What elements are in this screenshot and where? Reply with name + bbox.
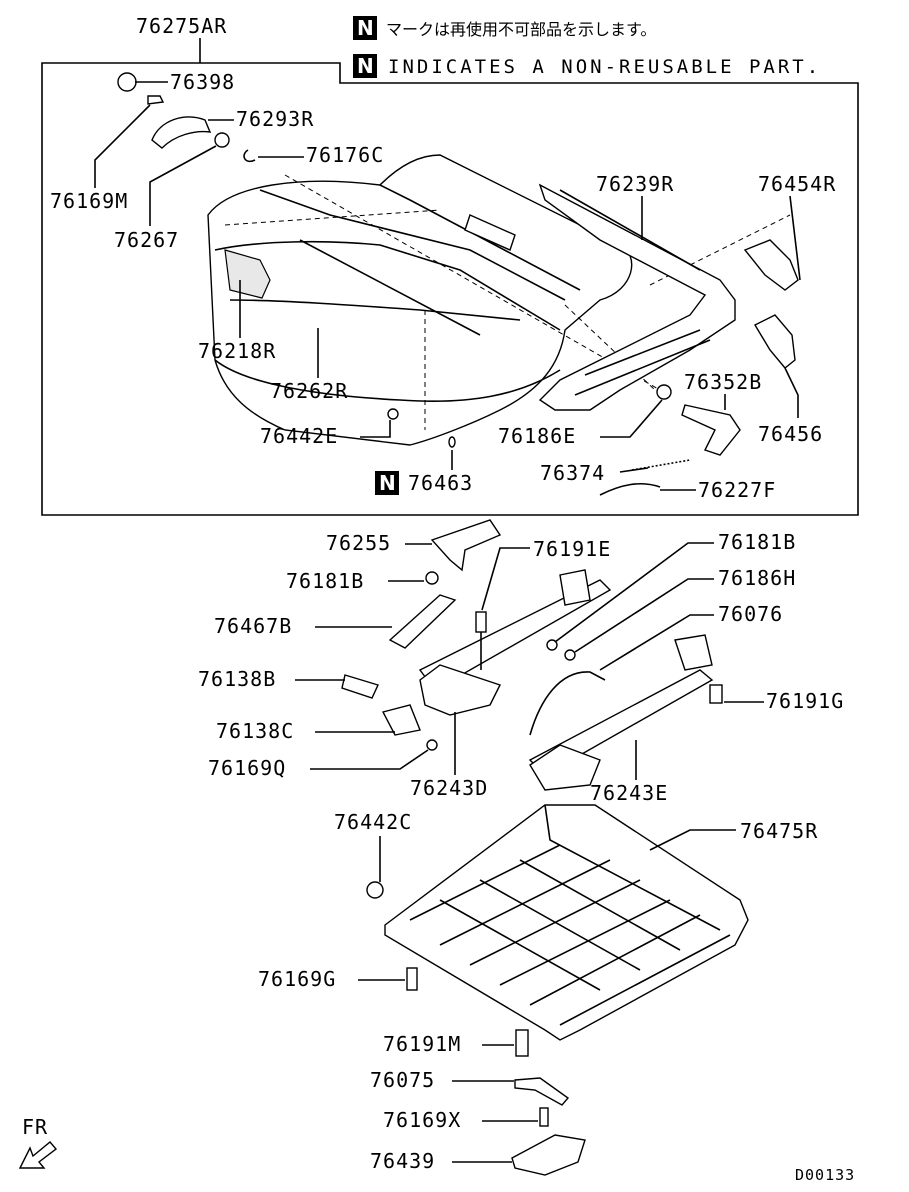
legend-english: INDICATES A NON-REUSABLE PART. [388,56,821,78]
non-reusable-badge-icon [353,16,377,40]
label-76227F: 76227F [698,478,776,502]
legend-japanese: マークは再使用不可部品を示します。 [386,20,656,39]
lifter-76467B-icon [388,594,457,649]
label-76293R: 76293R [236,107,314,131]
recliner-76243E-icon [529,744,601,791]
label-76191E: 76191E [533,537,611,561]
label-76267: 76267 [114,228,179,252]
label-76138B: 76138B [198,667,276,691]
label-76255: 76255 [326,531,391,555]
cable-76076-icon [529,671,606,736]
label-76374: 76374 [540,461,605,485]
label-76439: 76439 [370,1149,435,1173]
nut-76186H-icon [564,649,576,661]
clip-76176C-icon [243,149,256,163]
label-76181B-b: 76181B [718,530,796,554]
cap-76398-icon [117,72,137,92]
heater-pad-icon [224,249,271,299]
nut-76181B-icon [425,571,439,585]
label-76398: 76398 [170,70,235,94]
non-reusable-badge-icon [375,471,399,495]
label-76169X: 76169X [383,1108,461,1132]
badge-letter: N [357,16,374,40]
label-76138C: 76138C [216,719,294,743]
pan-76475R-icon [384,804,749,1041]
label-76243E: 76243E [590,781,668,805]
label-76176C: 76176C [306,143,384,167]
label-76186H: 76186H [718,566,796,590]
label-76191G: 76191G [766,689,844,713]
cover-76456-icon [754,314,796,369]
label-76352B: 76352B [684,370,762,394]
label-76442E: 76442E [260,424,338,448]
recliner-76243D-icon [419,664,501,716]
label-76169G: 76169G [258,967,336,991]
handle-76293R-icon [151,116,212,149]
group-label: 76275AR [136,14,227,38]
cap-76138B-icon [341,674,379,699]
screw-76169M-icon [147,95,165,105]
nut-76181B-icon-b [546,639,558,651]
label-76456: 76456 [758,422,823,446]
badge-letter: N [379,471,396,495]
bolt-76191E-icon [475,611,487,633]
clip-76267-icon [214,132,230,148]
screw-76169X-icon [539,1107,549,1127]
label-76239R: 76239R [596,172,674,196]
label-76475R: 76475R [740,819,818,843]
label-76243D: 76243D [410,776,488,800]
bolt-76191M-icon [515,1029,529,1057]
label-76169M: 76169M [50,189,128,213]
nut-76186E-icon [656,384,672,400]
label-76218R: 76218R [198,339,276,363]
seat-rail-drawing [341,519,723,791]
label-76075: 76075 [370,1068,435,1092]
cover-76454R-icon [743,239,799,291]
badge-letter: N [357,54,374,78]
label-76181B-a: 76181B [286,569,364,593]
front-label: FR [22,1115,48,1139]
clip-76442C-icon [366,881,384,899]
bolt-76191G-icon [709,684,723,704]
drawing-id: D00133 [795,1166,855,1184]
screw-76169G-icon [406,967,418,991]
screw-76169Q-icon [426,739,438,751]
non-reusable-badge-icon [353,54,377,78]
label-76262R: 76262R [270,379,348,403]
cover-76439-icon [511,1134,586,1176]
lever-76352B-icon [681,404,741,456]
label-76463: 76463 [408,471,473,495]
label-76467B: 76467B [214,614,292,638]
label-76169Q: 76169Q [208,756,286,780]
clip-76442E-icon [387,408,399,420]
legend: N マークは再使用不可部品を示します。 N INDICATES A NON-RE… [353,16,821,78]
front-arrow-icon [18,1141,58,1169]
seat-pan-drawing [366,804,749,1176]
label-76442C: 76442C [334,810,412,834]
clip-76463-icon [448,436,456,448]
cover-76255-icon [430,519,502,572]
cushion-assembly-frame [41,62,859,516]
label-76454R: 76454R [758,172,836,196]
bracket-76075-icon [514,1077,570,1106]
label-76076: 76076 [718,602,783,626]
seat-cushion-drawing [207,154,791,446]
bracket-76138C-icon [381,704,421,736]
wire-76227F-icon [599,482,661,496]
label-76191M: 76191M [383,1032,461,1056]
label-76186E: 76186E [498,424,576,448]
